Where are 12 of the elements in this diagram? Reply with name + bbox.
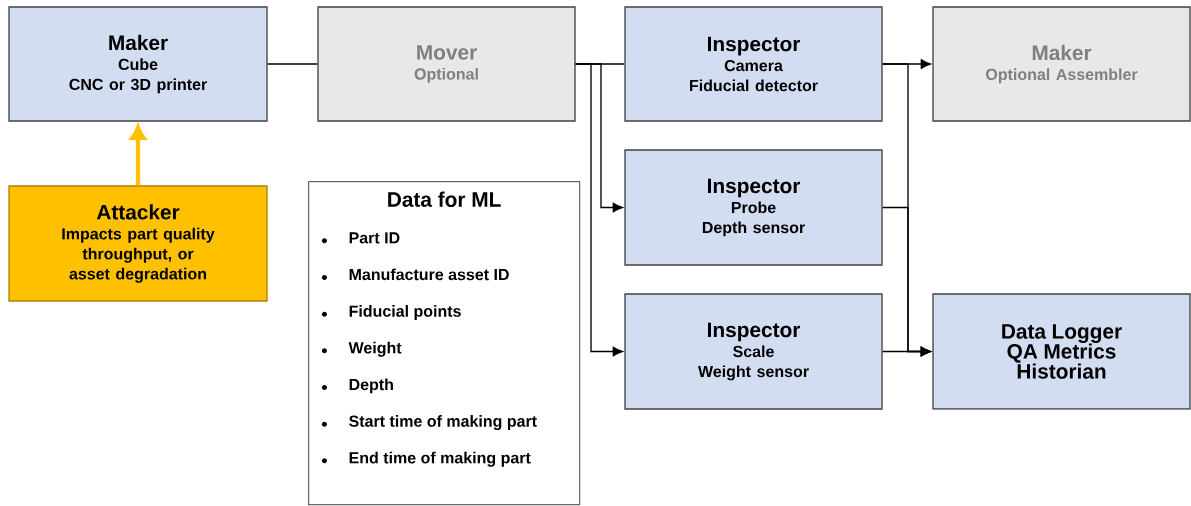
data-card: Data for ML Part ID Manufacture asset ID Fiducial points Weight Depth Start time of making part End time of making part bbox=[308, 181, 581, 506]
process-box: Inspector Probe Depth sensor bbox=[624, 149, 883, 266]
arrow bbox=[882, 346, 931, 357]
attacker-box: Attacker Impacts part quality throughput, or asset degradation bbox=[8, 185, 268, 302]
connector-line bbox=[267, 63, 318, 65]
optional-box: Mover Optional bbox=[317, 6, 576, 122]
optional-box: Maker Optional Assembler bbox=[932, 6, 1191, 122]
process-box: Inspector Camera Fiducial detector bbox=[624, 6, 883, 122]
process-box: Maker Cube CNC or 3D printer bbox=[8, 6, 268, 122]
arrow bbox=[575, 63, 623, 357]
process-box: Inspector Scale Weight sensor bbox=[624, 293, 883, 410]
process-box: Data Logger QA Metrics Historian bbox=[932, 293, 1191, 410]
